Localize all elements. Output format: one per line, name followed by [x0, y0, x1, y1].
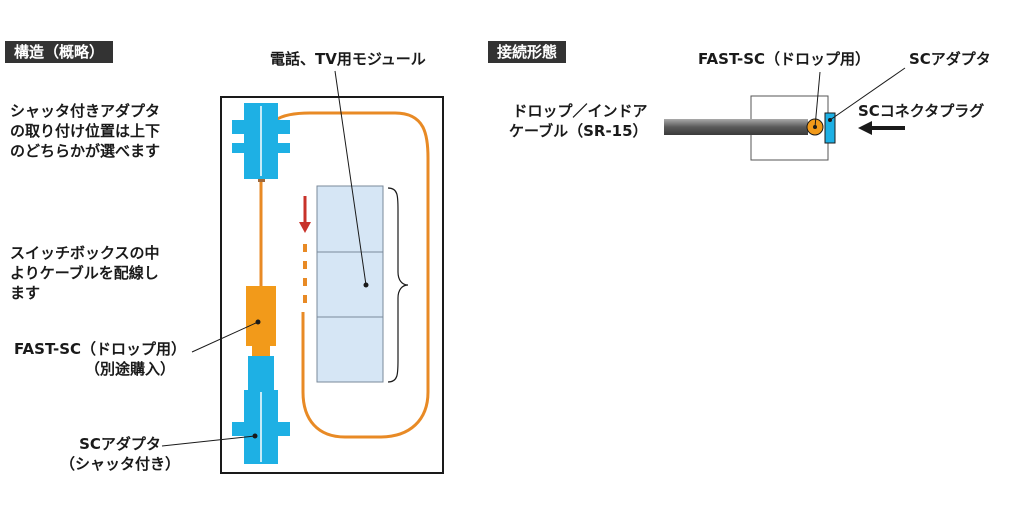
label-line: ケーブル（SR-15）	[509, 122, 648, 140]
switchbox-note: スイッチボックスの中 よりケーブルを配線し ます	[10, 243, 160, 303]
note-line: シャッタ付きアダプタ	[10, 102, 161, 120]
label-line: FAST-SC（ドロップ用）	[14, 340, 187, 358]
leader-sc-adapter	[161, 435, 256, 447]
shutter-adapter-note: シャッタ付きアダプタ の取り付け位置は上下 のどちらかが選べます	[10, 101, 160, 161]
leader-fast-sc	[191, 321, 259, 353]
note-line: の取り付け位置は上下	[10, 122, 161, 140]
red-arrow-head	[299, 222, 311, 233]
sc-adapter-right-label: SCアダプタ	[909, 50, 991, 68]
sc-plug-label: SCコネクタプラグ	[858, 102, 985, 120]
connection-header: 接続形態	[488, 41, 567, 63]
leader-sc-adapter-right	[829, 67, 906, 121]
label-line: （シャッタ付き）	[60, 455, 181, 473]
label-line: （別途購入）	[85, 360, 176, 378]
drop-cable	[664, 119, 808, 135]
fast-sc-right-label: FAST-SC（ドロップ用）	[698, 50, 871, 68]
fast-sc-connector	[246, 286, 276, 356]
sc-adapter-right	[824, 112, 836, 144]
note-line: ます	[10, 284, 41, 302]
module-stack	[316, 185, 384, 383]
note-line: よりケーブルを配線し	[10, 264, 159, 282]
leader-module	[334, 70, 367, 286]
top-sc-adapter	[232, 103, 290, 179]
sc-adapter-left-label: SCアダプタ （シャッタ付き）	[60, 434, 180, 474]
note-line: スイッチボックスの中	[10, 244, 160, 262]
fast-sc-left-label: FAST-SC（ドロップ用） （別途購入）	[14, 339, 186, 379]
label-line: ドロップ／インドア	[512, 102, 648, 120]
module-brace	[387, 187, 409, 383]
module-label: 電話、TV用モジュール	[270, 50, 426, 68]
fiber-loop	[262, 111, 430, 439]
structure-header: 構造（概略）	[5, 41, 114, 63]
leader-fast-sc-right	[814, 71, 821, 128]
drop-cable-label: ドロップ／インドア ケーブル（SR-15）	[497, 101, 648, 141]
label-line: SCアダプタ	[79, 435, 161, 453]
note-line: のどちらかが選べます	[10, 142, 161, 160]
plug-arrow-head	[858, 121, 872, 135]
bottom-sc-adapter	[232, 356, 290, 464]
